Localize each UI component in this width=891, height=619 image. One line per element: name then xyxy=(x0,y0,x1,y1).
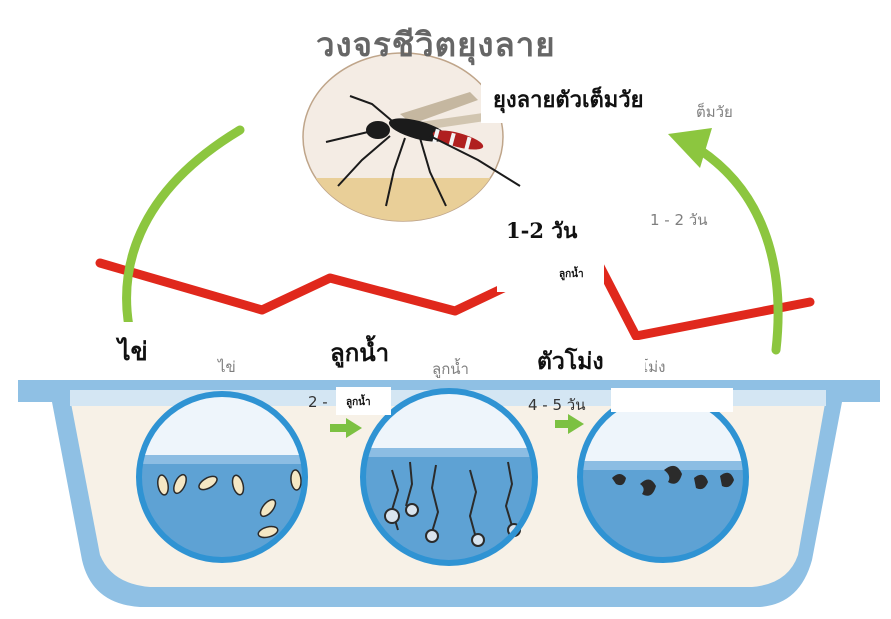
cycle-arrow-left xyxy=(127,130,240,352)
larva-faint-label: ลูกน้ำ xyxy=(432,357,469,381)
larva-label-box: ลูกน้ำ xyxy=(326,327,416,371)
egg-label-box: ไข่ xyxy=(108,322,190,378)
adult-label: ยุงลายตัวเต็มวัย xyxy=(493,82,644,117)
pupa-label-box: ตัวโม่ง xyxy=(533,340,645,378)
adult-faint-label: ต็มวัย xyxy=(696,100,733,124)
adult-label-box: ยุงลายตัวเต็มวัย xyxy=(481,76,677,123)
egg-to-larva-sub-box: ลูกน้ำ xyxy=(336,387,391,415)
pupa-to-adult-duration: 1-2 วัน xyxy=(506,215,577,248)
larva-to-pupa-duration: 4 - 5 วัน xyxy=(528,393,585,417)
egg-label: ไข่ xyxy=(118,332,148,372)
blank-label-box xyxy=(611,388,733,412)
arrow-icon xyxy=(668,128,712,168)
pupa-to-adult-faint-label: 1 - 2 วัน xyxy=(650,208,707,232)
egg-faint-label: ไข่ xyxy=(218,355,236,379)
pupa-to-adult-sub-label: ลูกน้ำ xyxy=(559,267,584,282)
larva-label: ลูกน้ำ xyxy=(330,333,389,372)
diagram-title: วงจรชีวิตยุงลาย xyxy=(316,18,556,71)
egg-to-larva-sub-label: ลูกน้ำ xyxy=(346,395,371,410)
egg-to-larva-prefix: 2 - xyxy=(308,393,328,411)
pupa-to-adult-duration-box: 1-2 วัน ลูกน้ำ xyxy=(497,197,604,292)
water-level-line xyxy=(100,247,810,336)
pupa-label: ตัวโม่ง xyxy=(537,344,604,380)
